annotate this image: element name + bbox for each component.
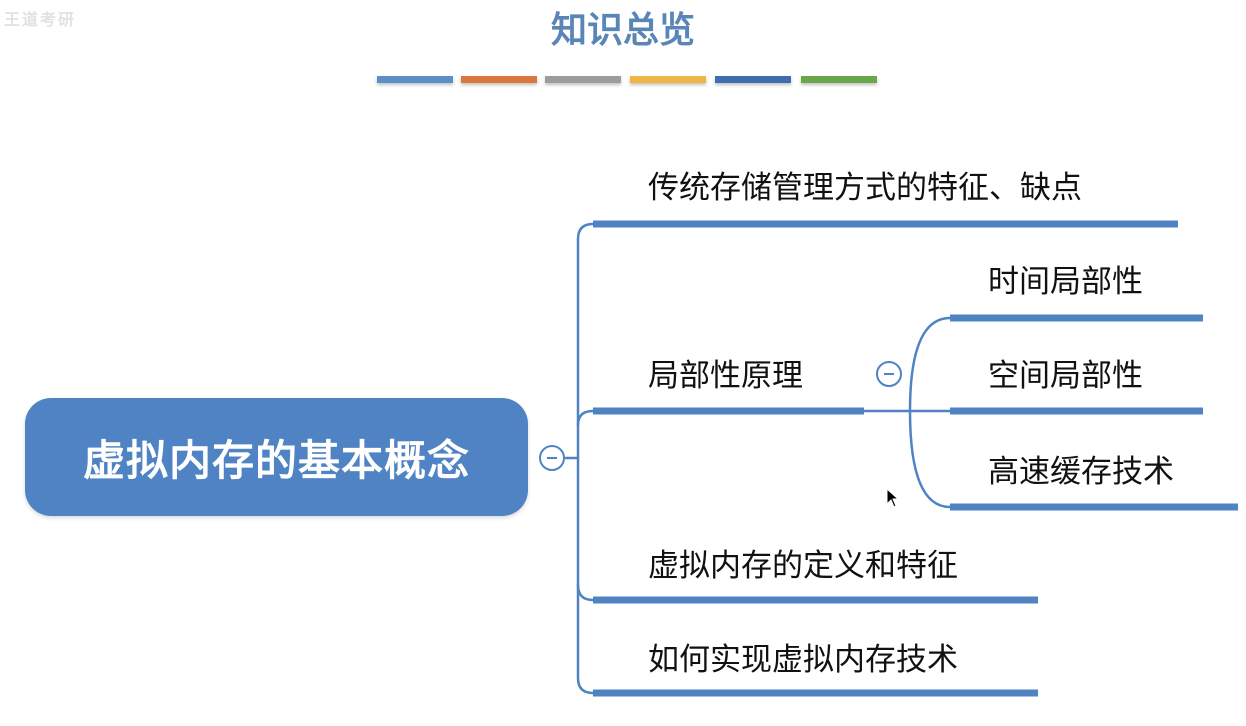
title-underline-bar-1 <box>377 76 453 83</box>
mouse-cursor-icon <box>886 488 900 508</box>
page-title: 知识总览 <box>550 9 695 51</box>
connector-branch-3 <box>576 583 595 602</box>
root-node-label: 虚拟内存的基本概念 <box>82 435 470 485</box>
connector-sub-upper <box>908 316 952 413</box>
branch-node-3[interactable]: 虚拟内存的定义和特征 <box>648 548 958 584</box>
connector-sub-lower <box>908 409 952 509</box>
sub-node-1[interactable]: 时间局部性 <box>988 264 1143 300</box>
title-underline-bar-2 <box>461 76 537 83</box>
branch-node-2[interactable]: 局部性原理 <box>648 358 803 394</box>
title-underline-bar-3 <box>545 76 621 83</box>
root-node[interactable]: 虚拟内存的基本概念 <box>25 398 528 516</box>
title-underline-bar-4 <box>630 76 706 83</box>
sub-node-2[interactable]: 空间局部性 <box>988 358 1143 394</box>
branch-node-4[interactable]: 如何实现虚拟内存技术 <box>648 642 958 678</box>
root-collapse-button[interactable] <box>539 445 565 471</box>
connector-branch-2 <box>576 409 595 427</box>
sub-node-3[interactable]: 高速缓存技术 <box>988 454 1174 490</box>
connector-trunk <box>576 222 595 695</box>
title-underline-bar-6 <box>801 76 877 83</box>
watermark: 王道考研 <box>4 10 77 29</box>
branch-2-collapse-button[interactable] <box>876 361 902 387</box>
title-underline-bar-5 <box>715 76 791 83</box>
branch-node-1[interactable]: 传统存储管理方式的特征、缺点 <box>648 170 1082 206</box>
